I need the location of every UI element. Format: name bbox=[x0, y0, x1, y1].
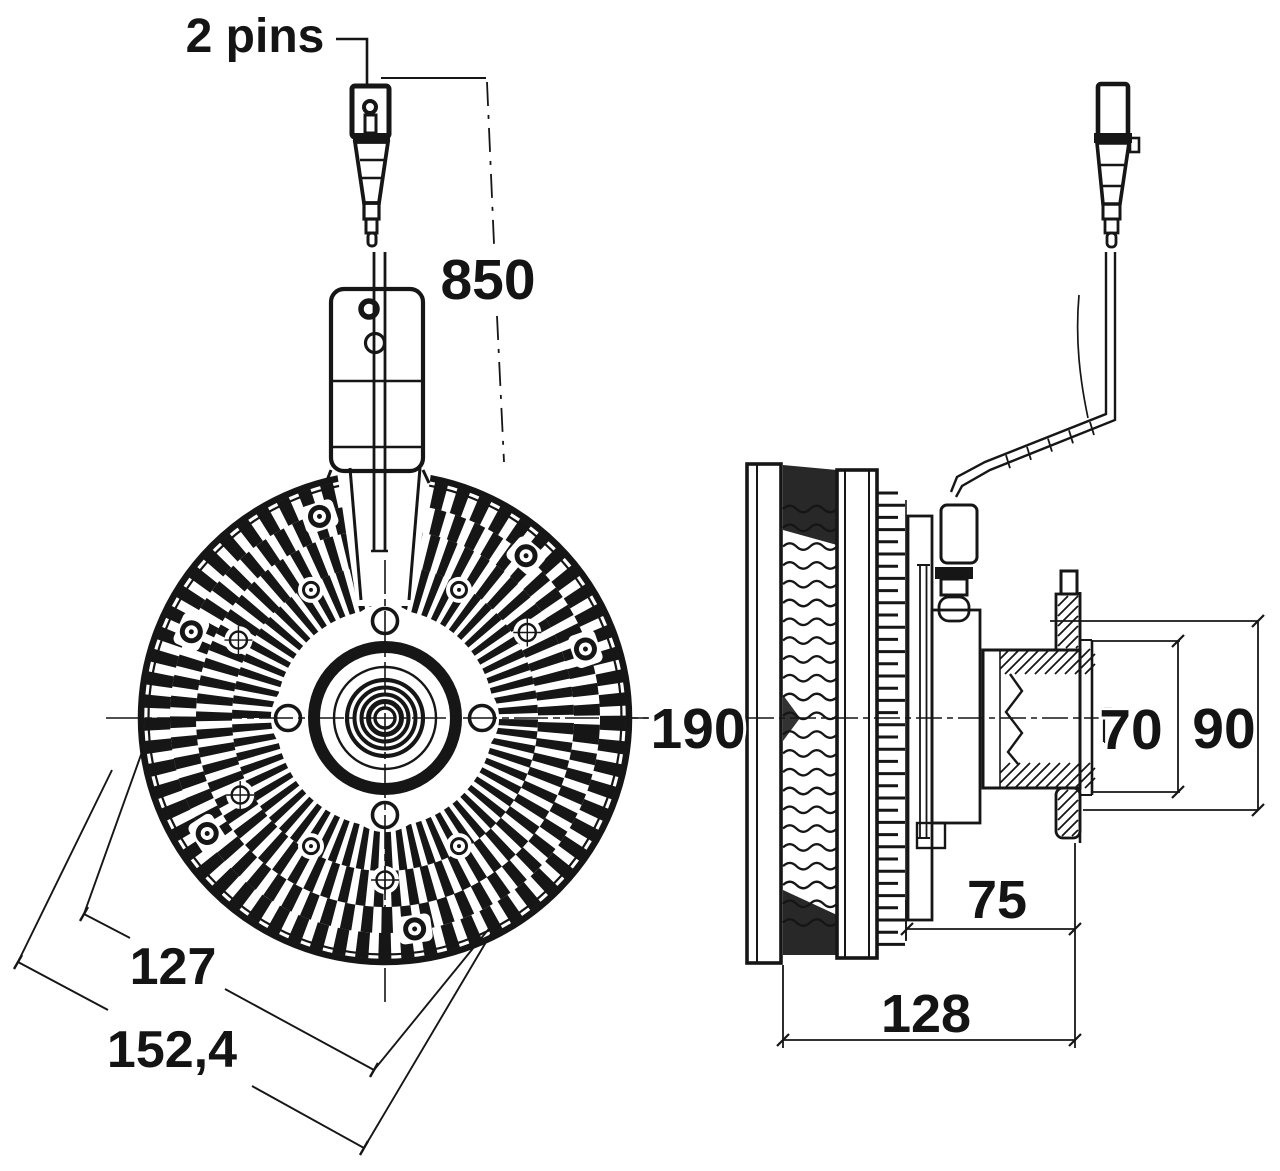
dim-label-850: 850 bbox=[440, 248, 535, 312]
connector-front bbox=[349, 83, 392, 248]
side-view bbox=[612, 81, 1265, 1048]
bearing-housing bbox=[930, 608, 982, 825]
dim-70 bbox=[1092, 634, 1185, 799]
dim-label-190: 190 bbox=[650, 697, 745, 761]
hatching bbox=[999, 595, 1096, 837]
mounting-bracket bbox=[328, 286, 426, 474]
stud-top bbox=[1054, 592, 1082, 652]
bracket-hole-upper bbox=[358, 298, 380, 320]
dim-152-4 bbox=[12, 769, 493, 1156]
harness-wire-front bbox=[371, 252, 388, 553]
harness-wire-side bbox=[949, 252, 1117, 498]
dim-850 bbox=[381, 77, 505, 463]
fin-shadow-center bbox=[783, 695, 800, 741]
connector-pin bbox=[363, 113, 378, 135]
wire-clip-spring bbox=[1076, 294, 1089, 419]
dim-label-128: 128 bbox=[881, 984, 971, 1044]
wire-hatch bbox=[1005, 421, 1095, 469]
dim-90 bbox=[1050, 614, 1265, 817]
spline-profile bbox=[1004, 673, 1024, 765]
fin-shadow-top bbox=[783, 465, 837, 545]
stud-bottom bbox=[1054, 786, 1082, 840]
connector-side bbox=[1094, 81, 1141, 249]
dim-label-70: 70 bbox=[1099, 698, 1162, 762]
dimension-labels: 2 pins 850 127 152,4 190 70 90 75 128 bbox=[104, 7, 1259, 1082]
valve-cap bbox=[937, 595, 971, 623]
dim-label-127: 127 bbox=[130, 938, 217, 996]
side-ribs bbox=[877, 491, 905, 946]
pins-leader-line bbox=[336, 37, 369, 84]
fan-plate bbox=[745, 462, 783, 965]
front-view bbox=[12, 37, 648, 1156]
rivet-details bbox=[173, 499, 603, 945]
connector-pin-socket bbox=[362, 99, 378, 115]
dim-label-75: 75 bbox=[967, 870, 1027, 930]
valve-bolt-body bbox=[939, 577, 969, 597]
clutch-front-plate bbox=[835, 468, 879, 960]
valve-bolt-head bbox=[935, 567, 973, 579]
neck-edge-right bbox=[407, 467, 422, 601]
pins-label: 2 pins bbox=[186, 10, 325, 63]
dim-label-90: 90 bbox=[1192, 697, 1255, 761]
valve-bracket bbox=[939, 503, 979, 565]
dim-127 bbox=[78, 751, 493, 1078]
stud-top-tip bbox=[1059, 569, 1079, 596]
neck-edge-left bbox=[348, 467, 363, 601]
dim-label-152-4: 152,4 bbox=[107, 1021, 237, 1079]
neck-flare-right bbox=[421, 469, 431, 484]
neck-flare-left bbox=[324, 469, 333, 484]
dim-128 bbox=[776, 965, 1082, 1048]
dim-75 bbox=[900, 843, 1082, 1048]
fin-shadow-bottom bbox=[783, 890, 837, 955]
rear-housing bbox=[906, 503, 982, 922]
housing-foot bbox=[915, 821, 947, 850]
